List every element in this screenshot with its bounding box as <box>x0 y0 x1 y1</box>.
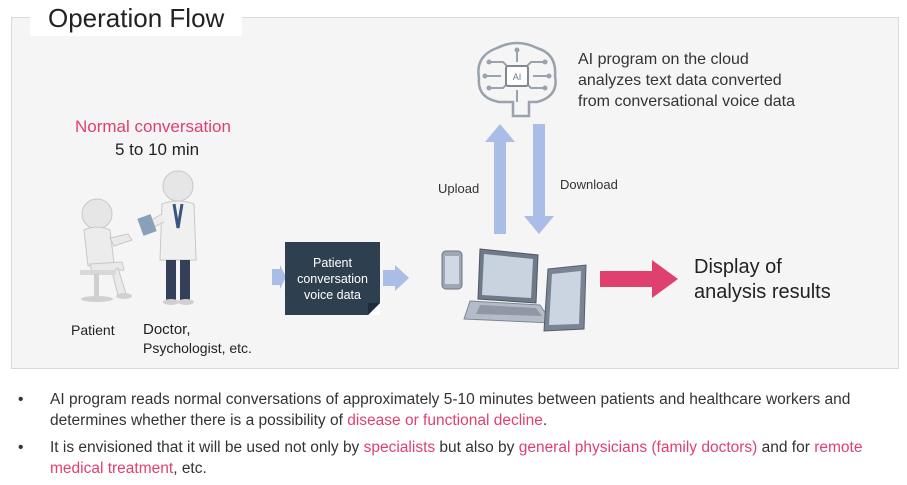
upload-label: Upload <box>438 181 480 196</box>
doctor-figure-icon <box>137 170 197 305</box>
people-illustration <box>80 170 197 305</box>
voice-data-box: Patient conversation voice data <box>285 242 380 315</box>
bullet-1-text-a: AI program reads normal conversations of… <box>50 391 851 429</box>
bullet-2-highlight-general-physicians: general physicians (family doctors) <box>518 439 758 456</box>
ai-brain-icon: AI <box>477 41 557 118</box>
doctor-label: Doctor, Psychologist, etc. <box>143 320 252 358</box>
patient-figure-icon <box>80 198 133 302</box>
smartphone-icon <box>441 250 463 290</box>
doctor-label-line1: Doctor, <box>143 321 191 338</box>
devices-illustration <box>441 248 587 332</box>
page-title: Operation Flow <box>48 3 225 33</box>
ai-cloud-description: AI program on the cloud analyzes text da… <box>578 49 868 112</box>
bullet-dot: • <box>18 439 24 456</box>
bullet-2-text-a: It is envisioned that it will be used no… <box>50 439 364 456</box>
laptop-icon <box>463 248 553 324</box>
voice-data-line2: conversation <box>297 271 368 286</box>
operation-flow-panel <box>11 17 899 369</box>
bullet-dot: • <box>18 391 24 408</box>
display-results-line2: analysis results <box>694 281 831 303</box>
ai-cloud-line1: AI program on the cloud <box>578 51 749 68</box>
bullet-2-text-d: , etc. <box>173 460 207 477</box>
voice-data-line1: Patient <box>313 255 352 270</box>
bullet-2-text-c: and for <box>757 439 815 456</box>
bullet-2-highlight-specialists: specialists <box>363 439 436 456</box>
normal-conversation-label: Normal conversation <box>75 117 231 136</box>
title-tab: Operation Flow <box>30 0 243 36</box>
ai-chip-label: AI <box>513 72 522 82</box>
ai-cloud-line2: analyzes text data converted <box>578 72 782 89</box>
arrow-to-devices <box>383 265 409 291</box>
conversation-duration: 5 to 10 min <box>115 140 200 159</box>
download-arrow <box>524 124 554 234</box>
ai-cloud-line3: from conversational voice data <box>578 93 795 110</box>
voice-data-line3: voice data <box>304 287 361 302</box>
upload-arrow <box>485 124 515 234</box>
download-label: Download <box>560 177 618 192</box>
bullet-2-highlight-remote-treatment: remote medical treatment <box>50 439 863 477</box>
voice-box-folded-corner <box>368 303 380 315</box>
patient-label: Patient <box>71 322 115 338</box>
bullet-list: • AI program reads normal conversations … <box>18 389 898 485</box>
display-results-label: Display of analysis results <box>694 255 831 305</box>
display-results-line1: Display of <box>694 256 782 278</box>
bullet-1-highlight-disease: disease or functional decline <box>347 412 543 429</box>
doctor-label-line2: Psychologist, etc. <box>143 340 252 356</box>
bullet-item-2: • It is envisioned that it will be used … <box>18 437 898 479</box>
bullet-item-1: • AI program reads normal conversations … <box>18 389 898 431</box>
tablet-icon <box>543 264 587 332</box>
arrow-to-voice-data <box>272 265 286 289</box>
arrow-to-results <box>600 260 678 298</box>
bullet-2-text-b: but also by <box>435 439 519 456</box>
bullet-1-text-b: . <box>542 412 548 429</box>
